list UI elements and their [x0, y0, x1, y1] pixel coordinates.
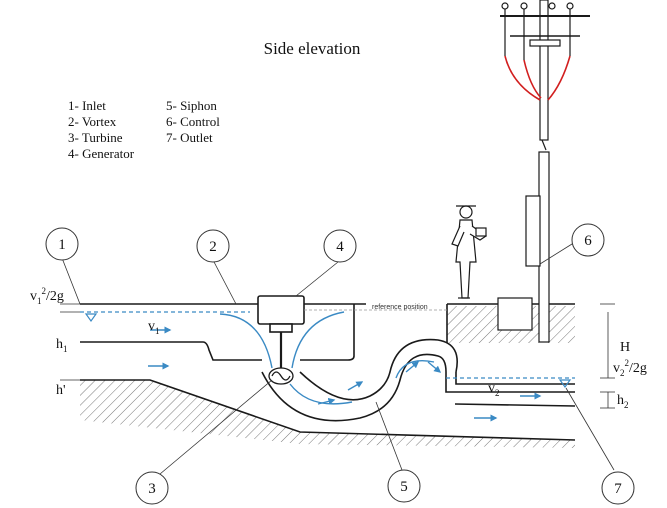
callout-5: 5 — [387, 469, 421, 503]
turbine — [268, 367, 294, 385]
flow-arrows — [148, 326, 542, 422]
generator-housing — [257, 295, 305, 372]
dimension-lines — [60, 303, 615, 409]
label-velocity-2: v2 — [488, 381, 500, 398]
callout-1: 1 — [45, 227, 79, 261]
callout-4-label: 4 — [336, 239, 344, 255]
callout-2: 2 — [196, 229, 230, 263]
callouts: 1 2 3 4 5 6 7 — [45, 223, 635, 505]
callout-4: 4 — [323, 229, 357, 263]
label-inlet-velocity-head: v12/2g — [30, 286, 64, 306]
label-depth-1: h1 — [56, 337, 68, 354]
water-surface — [80, 311, 575, 379]
control-cabinet — [497, 195, 541, 331]
water-level-symbol-outlet — [558, 379, 572, 389]
diagram-title: Side elevation — [264, 39, 361, 58]
reference-label: reference position — [372, 304, 428, 311]
power-cables — [503, 55, 571, 323]
legend-item-vortex: 2- Vortex — [68, 114, 117, 129]
label-h-prime: h' — [56, 383, 66, 398]
label-head-H: H — [620, 340, 630, 355]
legend-item-inlet: 1- Inlet — [68, 98, 106, 113]
label-velocity-1: v1 — [148, 319, 160, 336]
callout-3-label: 3 — [148, 481, 156, 497]
callout-1-label: 1 — [58, 237, 66, 253]
legend: 1- Inlet 2- Vortex 3- Turbine 4- Generat… — [68, 98, 220, 161]
water-level-symbol-inlet — [84, 313, 98, 323]
label-depth-2: h2 — [617, 393, 629, 410]
channel-structure — [80, 303, 576, 441]
callout-3: 3 — [135, 471, 169, 505]
vortex-flow — [219, 311, 435, 405]
callout-6: 6 — [571, 223, 605, 257]
legend-item-turbine: 3- Turbine — [68, 130, 123, 145]
worker-figure — [451, 205, 488, 299]
legend-item-control: 6- Control — [166, 114, 220, 129]
legend-item-generator: 4- Generator — [68, 146, 135, 161]
callout-2-label: 2 — [209, 239, 217, 255]
callout-5-label: 5 — [400, 479, 408, 495]
callout-7: 7 — [601, 471, 635, 505]
callout-leaders — [61, 243, 615, 475]
legend-item-siphon: 5- Siphon — [166, 98, 217, 113]
callout-6-label: 6 — [584, 233, 592, 249]
callout-7-label: 7 — [614, 481, 622, 497]
legend-item-outlet: 7- Outlet — [166, 130, 213, 145]
label-outlet-velocity-head: v22/2g — [613, 358, 647, 378]
utility-pole — [500, 0, 590, 343]
